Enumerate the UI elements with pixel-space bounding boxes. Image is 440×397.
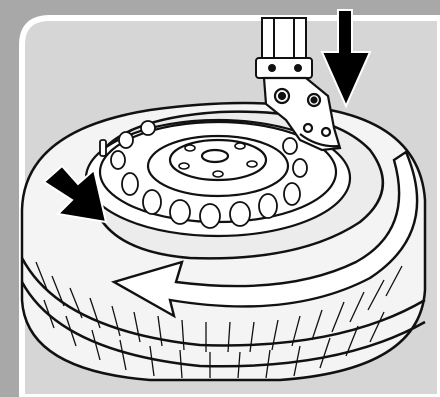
machine-column <box>256 18 312 78</box>
valve-stem <box>100 140 106 156</box>
